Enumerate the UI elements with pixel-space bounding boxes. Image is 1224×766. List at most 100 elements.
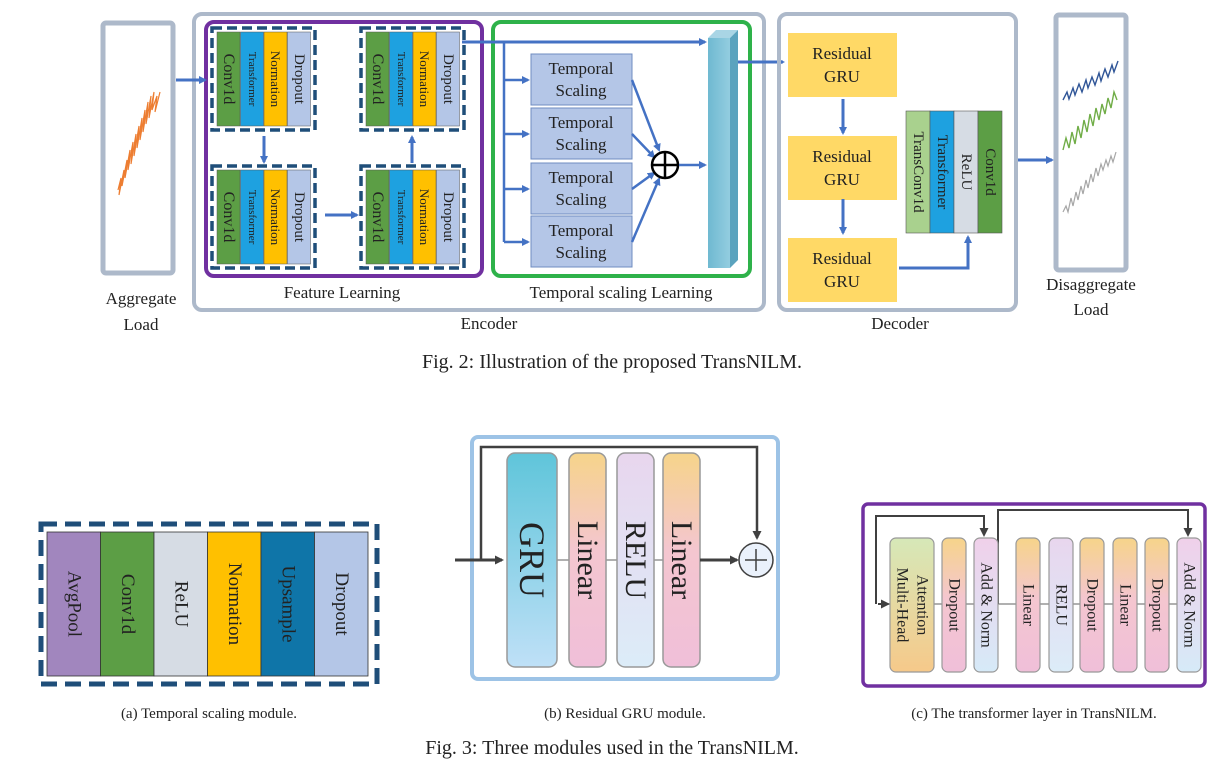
feature-block-frame — [210, 26, 317, 132]
ts-module-layer-label: Dropout — [331, 572, 352, 636]
feature-layer-label: Normation — [417, 51, 432, 108]
feature-layer-label: Dropout — [440, 192, 456, 243]
decoder-layer-label: TransConv1d — [910, 131, 926, 213]
ts-module-layer-label: ReLU — [170, 581, 191, 628]
feature-layer-conv1d — [216, 169, 241, 265]
gru-module-layer-label: Linear — [571, 521, 604, 599]
feature-layer-label: Dropout — [291, 192, 307, 243]
transformer-layer-label: Add & Norm — [978, 562, 995, 648]
arrow-ts3-to-add — [631, 171, 656, 191]
transformer-layer-dropout — [1079, 537, 1105, 673]
residual-gru-label: Residual — [812, 44, 872, 63]
transformer-layer-label: Linear — [1020, 584, 1037, 626]
temporal-scaling-label: Temporal — [549, 221, 614, 240]
decoder-layer-label: Conv1d — [982, 148, 998, 196]
temporal-scaling-label: Scaling — [556, 81, 607, 100]
feature-layer-dropout — [287, 169, 311, 265]
arrow-ts1-to-add — [630, 79, 661, 152]
decoder-layer-transconv1d — [905, 110, 931, 234]
gru-module-layer-label: GRU — [512, 522, 552, 598]
arrow-branch-trunk — [482, 40, 506, 242]
fig3b-caption: (b) Residual GRU module. — [544, 706, 706, 722]
disaggregate-load-panel — [1053, 12, 1129, 273]
temporal-scaling-rect — [530, 107, 633, 160]
feature-layer-label: Dropout — [440, 54, 456, 105]
residual-gru-rect — [788, 33, 897, 97]
feature-layer-label: Dropout — [291, 54, 307, 105]
temporal-scaling-rect — [530, 162, 633, 215]
feature-layer-normation — [412, 31, 437, 127]
temporal-scaling-module-frame — [38, 521, 380, 687]
decoder-layer-label: Transformer — [934, 135, 950, 209]
temporal-scaling-learning-box — [491, 20, 752, 278]
transformer-layer-frame — [861, 502, 1207, 688]
feature-learning-label: Feature Learning — [284, 283, 401, 302]
feature-block-frame — [359, 26, 466, 132]
feature-layer-transformer — [389, 169, 413, 265]
feature-layer-label: Transformer — [246, 190, 258, 245]
gru-module-layer-label: RELU — [619, 521, 652, 600]
disaggregate-label-line1: Disaggregate — [1046, 275, 1136, 294]
fig3c-skip-1 — [875, 515, 989, 604]
feature-layer-transformer — [389, 31, 413, 127]
decoder-label: Decoder — [871, 314, 929, 333]
transformer-layer-add-norm — [1176, 537, 1202, 673]
ts-module-layer-label: Conv1d — [117, 574, 138, 635]
transformer-layer-label: Multi-Head — [894, 568, 911, 643]
temporal-scaling-label: Scaling — [556, 243, 607, 262]
aggregate-load-signal — [117, 91, 161, 196]
ts-module-dropout — [314, 531, 369, 677]
ts-module-relu — [153, 531, 208, 677]
ts-module-normation — [207, 531, 262, 677]
residual-skip-connection — [479, 445, 762, 560]
transformer-layer-label: Dropout — [1149, 578, 1166, 632]
feature-layer-label: Conv1d — [369, 54, 386, 105]
transformer-layer-label: Add & Norm — [1181, 562, 1198, 648]
residual-gru-label: GRU — [824, 67, 860, 86]
gru-module-relu — [616, 452, 655, 668]
disaggregate-signal-green — [1062, 89, 1118, 151]
feature-learning-box — [204, 20, 484, 278]
residual-gru-module-frame — [470, 435, 780, 681]
transformer-layer-dropout — [1144, 537, 1170, 673]
fig2-caption: Fig. 2: Illustration of the proposed Tra… — [422, 351, 802, 373]
gru-module-gru — [506, 452, 558, 668]
feature-layer-label: Transformer — [246, 52, 258, 107]
decoder-layer-transformer — [929, 110, 955, 234]
temporal-scaling-label: Scaling — [556, 135, 607, 154]
feature-layer-conv1d — [365, 31, 390, 127]
transformer-layer-label: Attention — [914, 575, 931, 635]
temporal-scaling-label: Temporal — [549, 59, 614, 78]
residual-gru-label: Residual — [812, 147, 872, 166]
feature-layer-label: Conv1d — [220, 54, 237, 105]
feature-layer-dropout — [436, 31, 460, 127]
residual-gru-label: GRU — [824, 272, 860, 291]
feature-block-frame — [359, 164, 466, 270]
feature-layer-conv1d — [216, 31, 241, 127]
feature-layer-dropout — [287, 31, 311, 127]
feature-layer-label: Normation — [268, 189, 283, 246]
feature-layer-transformer — [240, 31, 264, 127]
feature-layer-dropout — [436, 169, 460, 265]
transformer-layer-label: RELU — [1053, 584, 1070, 626]
concat-bar-side — [730, 30, 738, 268]
gru-module-linear — [568, 452, 607, 668]
decoder-layer-conv1d — [977, 110, 1003, 234]
aggregate-label-line1: Aggregate — [106, 289, 177, 308]
aggregate-load-panel — [100, 20, 176, 276]
feature-layer-conv1d — [365, 169, 390, 265]
